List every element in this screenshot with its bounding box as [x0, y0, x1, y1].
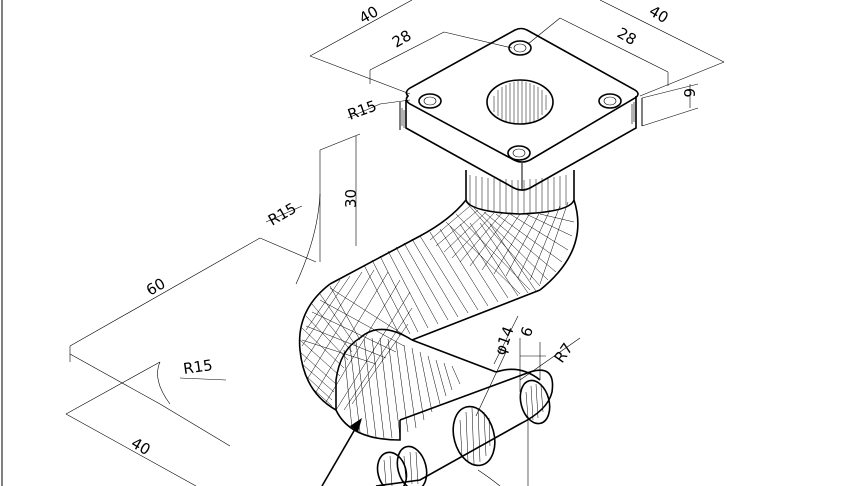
lower-hole-right [519, 379, 551, 425]
dim-vertical-height: 30 [342, 189, 360, 208]
dim-top-right-40: 40 [646, 2, 672, 27]
dim-lower-thickness: 6 [517, 324, 537, 339]
top-flange-plate [399, 27, 643, 191]
dim-upper-bend-radius: R15 [265, 199, 300, 229]
dim-lower-bend-radius: R15 [182, 356, 214, 378]
dimension-lines [65, 0, 725, 486]
dim-top-right-28: 28 [614, 24, 640, 49]
flange-hole-top [508, 40, 532, 56]
lower-hole-left [396, 445, 428, 486]
flange-hole-right [598, 93, 622, 109]
dim-plate-corner-radius: R15 [345, 97, 379, 124]
dimension-labels: 40 28 40 28 6 R15 30 R15 60 R15 40 φ14 6… [128, 2, 698, 459]
flange-hole-left [418, 93, 442, 109]
lower-hole-center [452, 405, 496, 467]
center-bore-hatch [493, 81, 547, 124]
dim-bottom-length: 40 [128, 434, 154, 459]
dim-hole-diameter: φ14 [491, 324, 518, 357]
dim-horizontal-length: 60 [143, 274, 169, 299]
dim-plate-thickness: 6 [680, 88, 698, 98]
flange-center-bore [486, 79, 554, 125]
bent-pipe-body [298, 170, 579, 441]
flange-hole-bottom [507, 145, 531, 161]
dim-top-left-28: 28 [389, 26, 415, 51]
dim-lower-radius: R7 [551, 340, 577, 367]
lower-flange [375, 315, 581, 486]
leader-arrow [321, 418, 362, 486]
dim-top-left-40: 40 [356, 2, 382, 27]
